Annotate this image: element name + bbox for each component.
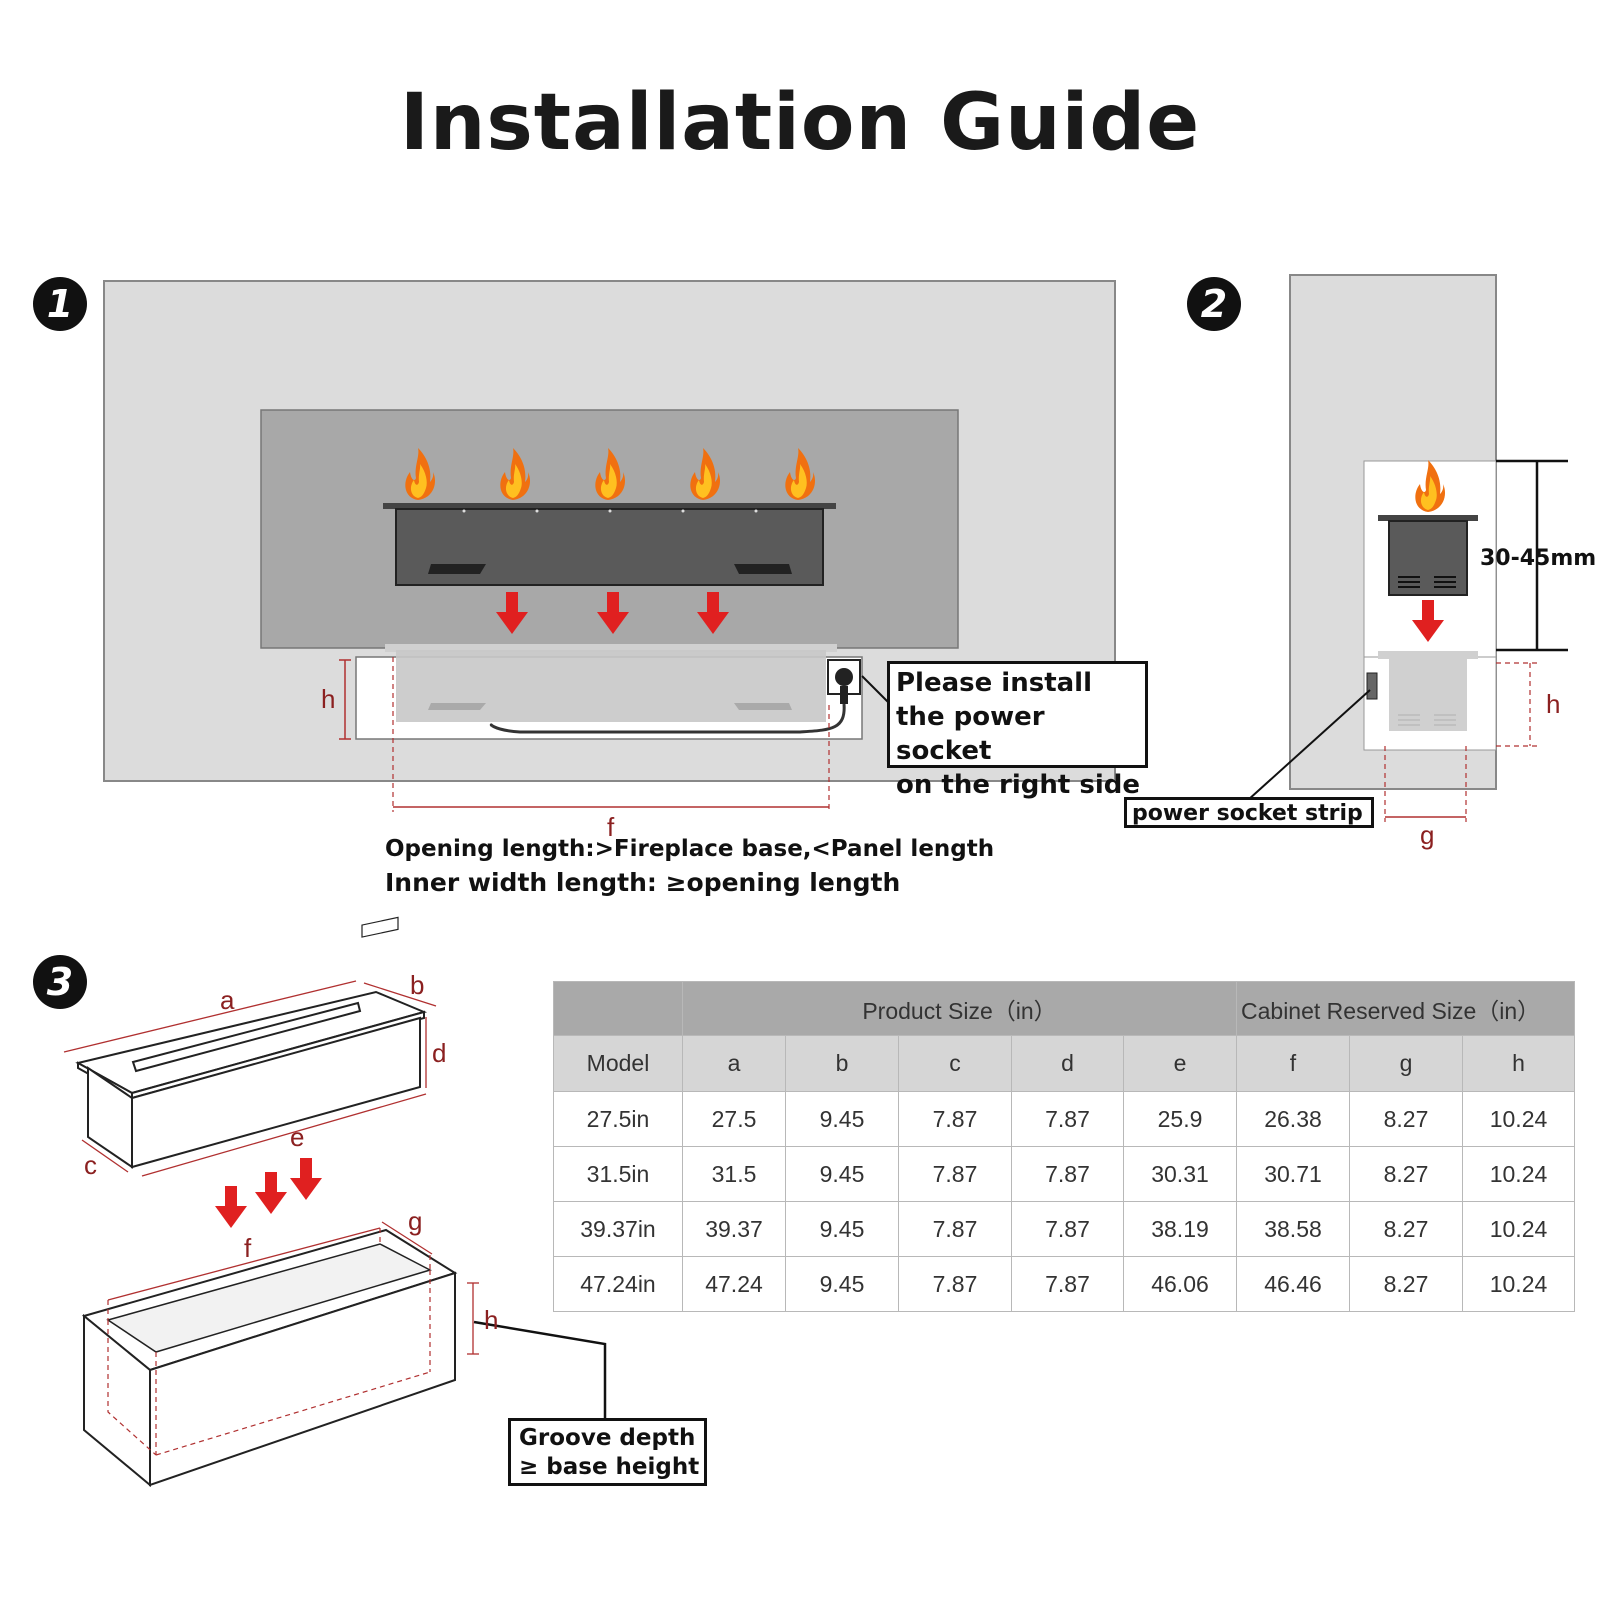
table-cell: 10.24 [1462,1091,1575,1147]
table-cell: 30.71 [1236,1146,1350,1202]
callout-line: Please install [896,668,1093,698]
table-cell: 26.38 [1236,1091,1350,1147]
table-cell: 31.5in [553,1146,683,1202]
table-cell: 7.87 [1011,1201,1124,1257]
step3-cabinet-iso [81,1228,458,1488]
step-3-badge: 3 [33,955,87,1009]
dim-f-label: f [607,812,615,842]
table-cell: 8.27 [1349,1256,1463,1312]
size-table: Product Size（in） Cabinet Reserved Size（i… [553,981,1575,1312]
table-cell: 39.37in [553,1201,683,1257]
table-cell: 9.45 [785,1091,899,1147]
column-header: h [1462,1035,1575,1092]
column-header: f [1236,1035,1350,1092]
step3-cabinet-dims [107,1221,479,1355]
table-cell: 7.87 [898,1146,1012,1202]
down-arrow-icon [255,1172,287,1214]
down-arrow-icon [290,1158,322,1200]
column-header: Model [553,1035,683,1092]
dim-g-label: g [408,1206,423,1236]
table-cell: 9.45 [785,1201,899,1257]
table-cell: 46.46 [1236,1256,1350,1312]
table-cell: 8.27 [1349,1146,1463,1202]
table-cell: 47.24in [553,1256,683,1312]
step1-wall [103,280,1116,812]
table-cell: 7.87 [1011,1256,1124,1312]
callout-line: the power socket [896,702,1045,766]
table-cell: 9.45 [785,1256,899,1312]
column-header: e [1123,1035,1237,1092]
dim-e-label: e [290,1122,305,1152]
step3-hidden-lines [107,1228,431,1456]
table-cell: 31.5 [682,1146,786,1202]
down-arrow-icon [215,1186,247,1228]
table-cell: 38.19 [1123,1201,1237,1257]
table-cell: 7.87 [898,1091,1012,1147]
dim-b-label: b [410,970,425,1000]
table-cell: 38.58 [1236,1201,1350,1257]
column-header: d [1011,1035,1124,1092]
step2-wall-section [1247,274,1568,822]
dim-a-label: a [220,985,235,1015]
dim-d-label: d [432,1038,447,1068]
table-cell: 7.87 [898,1256,1012,1312]
table-cell: 7.87 [1011,1091,1124,1147]
gap-height-label: 30-45mm [1480,546,1597,571]
step3-dimension-lines [63,980,437,1177]
column-header: c [898,1035,1012,1092]
table-cell: 10.24 [1462,1146,1575,1202]
opening-length-note: Opening length:>Fireplace base,<Panel le… [385,836,995,862]
product-size-header: Product Size（in） [682,981,1237,1036]
column-header: g [1349,1035,1463,1092]
table-cell: 7.87 [1011,1146,1124,1202]
table-cell: 39.37 [682,1201,786,1257]
groove-depth-callout: Groove depth ≥ base height [508,1418,707,1486]
table-cell: 10.24 [1462,1256,1575,1312]
inner-width-note: Inner width length: ≥opening length [385,868,901,897]
table-cell: 30.31 [1123,1146,1237,1202]
dim-h-label: h [321,684,336,714]
dim-h-label: h [1546,689,1561,719]
table-cell: 8.27 [1349,1091,1463,1147]
table-cell: 47.24 [682,1256,786,1312]
table-cell: 27.5 [682,1091,786,1147]
callout-line: on the right side [896,770,1141,800]
table-cell: 27.5in [553,1091,683,1147]
dim-c-label: c [84,1150,97,1180]
step-1-badge: 1 [33,277,87,331]
callout-line: Groove depth [519,1425,696,1451]
dim-g-label: g [1420,820,1435,850]
table-cell: 46.06 [1123,1256,1237,1312]
step-2-badge: 2 [1187,277,1241,331]
socket-strip-callout: power socket strip [1124,797,1374,828]
table-cell: 7.87 [898,1201,1012,1257]
callout-line: ≥ base height [519,1454,700,1480]
column-header: b [785,1035,899,1092]
table-corner-cell [553,981,683,1036]
column-header: a [682,1035,786,1092]
dim-h-label: h [484,1305,499,1335]
socket-callout: Please install the power socket on the r… [887,661,1148,800]
dim-f-label: f [244,1233,252,1263]
table-cell: 25.9 [1123,1091,1237,1147]
cabinet-size-header: Cabinet Reserved Size（in） [1236,981,1575,1036]
table-cell: 10.24 [1462,1201,1575,1257]
table-cell: 8.27 [1349,1201,1463,1257]
step3-burner-iso [75,916,428,1169]
table-cell: 9.45 [785,1146,899,1202]
page-title: Installation Guide [399,78,1201,168]
